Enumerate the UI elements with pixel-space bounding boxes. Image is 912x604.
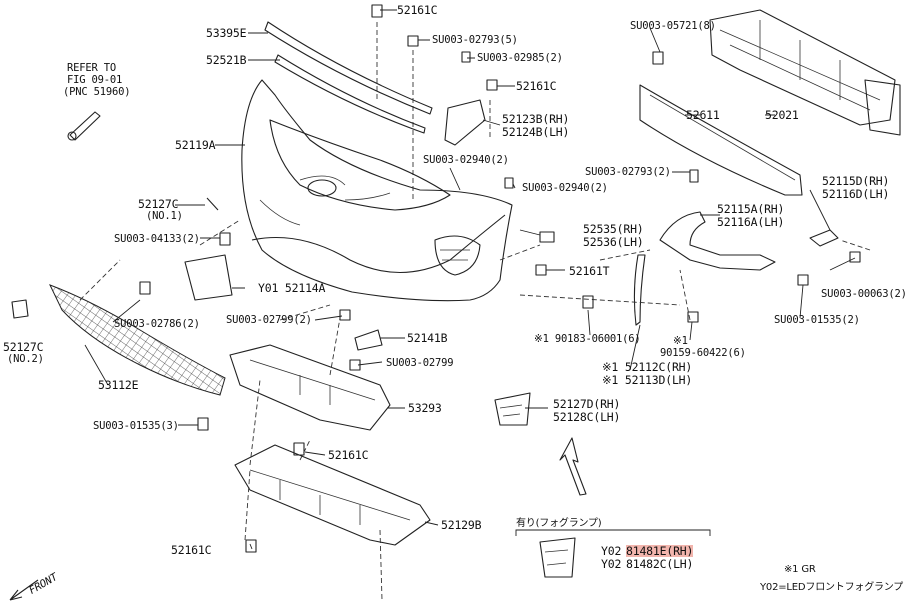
absorber-52611: [639, 84, 803, 196]
label-52129b: 52129B: [441, 518, 482, 532]
front-arrow: [9, 579, 39, 601]
bracket-52141b: [354, 329, 383, 351]
retainer-52115d: [809, 229, 839, 247]
label-52127c-no1: 52127C: [138, 197, 179, 211]
cover-53293: [229, 344, 391, 431]
label-52127d: 52127D(RH): [553, 397, 621, 411]
fasteners: [11, 4, 861, 553]
label-su003-02940-2b: SU003-02940(2): [522, 182, 608, 194]
label-52115a: 52115A(RH): [717, 202, 785, 216]
molding-53395e: [264, 21, 433, 115]
label-53293: 53293: [408, 401, 442, 415]
bracket-52123b: [444, 99, 486, 146]
label-52116d: 52116D(LH): [822, 187, 890, 201]
label-90183-06001: ※1 90183-06001(6): [534, 333, 641, 345]
label-52141b: 52141B: [407, 331, 448, 345]
label-y02-a: Y02: [601, 544, 622, 558]
label-su003-02793-5: SU003-02793(5): [432, 34, 518, 46]
refer-line-2: FIG 09-01: [67, 74, 123, 86]
note-y02: Y02=LEDフロントフォグランプ: [760, 582, 904, 593]
label-su003-01535-3: SU003-01535(3): [93, 420, 179, 432]
note-gr: ※1 GR: [784, 564, 816, 575]
refer-line-1: REFER TO: [67, 62, 116, 74]
label-su003-02786-2: SU003-02786(2): [114, 318, 200, 330]
label-52112c: ※1 52112C(RH): [602, 360, 693, 374]
label-no2: (NO.2): [7, 353, 44, 365]
label-52113d: ※1 52113D(LH): [602, 373, 693, 387]
bumper-cover-52119a: [241, 79, 513, 302]
label-81482c: 81482C(LH): [626, 557, 694, 571]
label-90159-60422: 90159-60422(6): [660, 347, 746, 359]
label-mark1: ※1: [673, 335, 688, 347]
label-52161c-top: 52161C: [397, 3, 438, 17]
label-81481e: 81481E(RH): [626, 544, 694, 558]
label-52161c-bot: 52161C: [171, 543, 212, 557]
side-piece-52112c: [633, 254, 646, 326]
label-53112e: 53112E: [98, 378, 139, 392]
label-su003-04133-2: SU003-04133(2): [114, 233, 200, 245]
label-53395e: 53395E: [206, 26, 247, 40]
label-y01-52114a: Y01 52114A: [258, 281, 326, 295]
refer-line-3: (PNC 51960): [63, 86, 131, 98]
grille-53112e: [49, 284, 226, 396]
label-52161c-b: 52161C: [516, 79, 557, 93]
label-52119a: 52119A: [175, 138, 216, 152]
reinforcement-52021: [709, 9, 901, 136]
label-52127c-no2: 52127C: [3, 340, 44, 354]
label-52161c-mid: 52161C: [328, 448, 369, 462]
label-52611: 52611: [686, 108, 720, 122]
label-su003-02985-2: SU003-02985(2): [477, 52, 563, 64]
label-52124b: 52124B(LH): [502, 125, 570, 139]
label-su003-02940-2a: SU003-02940(2): [423, 154, 509, 166]
license-bracket: [184, 254, 233, 301]
pointer-arrow: [559, 437, 587, 496]
label-su003-05721-8: SU003-05721(8): [630, 20, 716, 32]
label-52021: 52021: [765, 108, 799, 122]
bracket-52115a: [659, 211, 776, 271]
label-52128c: 52128C(LH): [553, 410, 621, 424]
label-su003-01535-2: SU003-01535(2): [774, 314, 860, 326]
label-52115d: 52115D(RH): [822, 174, 890, 188]
label-52535: 52535(RH): [583, 222, 644, 236]
label-su003-02799: SU003-02799: [386, 357, 454, 369]
label-su003-02799-2: SU003-02799(2): [226, 314, 312, 326]
molding-52521b: [274, 54, 426, 134]
label-su003-00063-2: SU003-00063(2): [821, 288, 907, 300]
label-52536: 52536(LH): [583, 235, 644, 249]
fog-lamp-bezel: [539, 537, 576, 578]
label-su003-02793-2: SU003-02793(2): [585, 166, 671, 178]
label-y02-b: Y02: [601, 557, 622, 571]
label-52161t: 52161T: [569, 264, 610, 278]
fog-bezel-52127d: [494, 392, 531, 426]
label-52116a: 52116A(LH): [717, 215, 785, 229]
label-fog-option-title: 有り(フォグランプ): [516, 518, 602, 529]
label-no1: (NO.1): [146, 210, 183, 222]
label-52521b: 52521B: [206, 53, 247, 67]
label-52123b: 52123B(RH): [502, 112, 570, 126]
